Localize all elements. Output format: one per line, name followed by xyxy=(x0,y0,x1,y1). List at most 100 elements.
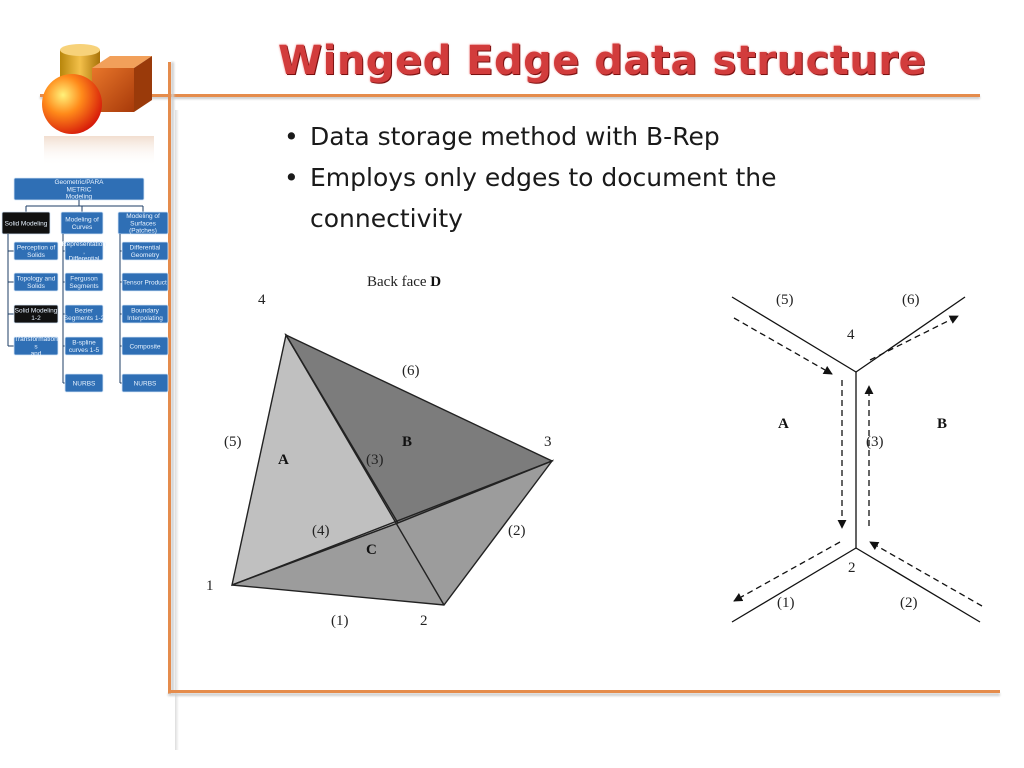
face-c-label: C xyxy=(366,542,377,558)
nav-subtopic-item-label: Solid Modeling xyxy=(15,308,58,315)
left-divider xyxy=(168,62,171,694)
nav-subtopic-item-label: Segments 1-2 xyxy=(64,315,105,322)
nav-subtopic-item-label: 1-2 xyxy=(31,315,41,322)
nav-column-header-label: (Patches) xyxy=(129,228,157,235)
vertex-2-label: 2 xyxy=(420,613,428,629)
edge-4-line xyxy=(231,460,553,586)
nav-subtopic-item-label: Differential xyxy=(130,245,162,252)
nav-subtopic-item-label: Boundary xyxy=(131,308,160,315)
nav-column-header-label: Curves xyxy=(72,224,93,231)
face-a-label: A xyxy=(278,452,289,468)
nav-subtopic-item-label: Composite xyxy=(129,343,160,350)
bullet-text: Data storage method with B-Rep xyxy=(310,122,720,151)
nav-column-header-label: Modeling of xyxy=(126,213,160,220)
nav-subtopic-item-label: Bezier xyxy=(75,308,94,315)
nav-column-header-label: Modeling of xyxy=(65,217,99,224)
slide-title: Winged Edge data structure xyxy=(278,38,927,84)
nav-column-header[interactable]: Solid Modeling xyxy=(1,211,51,235)
wing-edge-5-label: (5) xyxy=(776,292,794,308)
nav-subtopic-item-label: Representation xyxy=(62,241,106,248)
wing-edge-5-line xyxy=(731,296,857,373)
dashed-arrow-2 xyxy=(869,541,983,607)
dashed-arrow-5 xyxy=(733,317,833,375)
wing-edge-1-line xyxy=(731,547,857,623)
vertex-3-label: 3 xyxy=(544,434,552,450)
nav-subtopic-item-label: Transformation xyxy=(14,336,58,343)
edge-3-label: (3) xyxy=(366,452,384,468)
bullet-item: • Data storage method with B-Rep xyxy=(284,116,844,157)
title-divider xyxy=(40,94,980,97)
wing-edge-6-line xyxy=(855,296,966,373)
bullet-dot-icon: • xyxy=(284,122,299,151)
nav-subtopic-item-label: s xyxy=(34,343,38,350)
bullet-dot-icon: • xyxy=(284,163,299,192)
edge-1-label: (1) xyxy=(331,613,349,629)
edge-4-label: (4) xyxy=(312,523,330,539)
nav-column-header-label: Surfaces xyxy=(130,220,156,227)
nav-subtopic-item-label: NURBS xyxy=(73,380,96,387)
nav-subtopic-item[interactable]: Tensor Product xyxy=(121,272,169,292)
wing-face-b-label: B xyxy=(937,416,947,432)
left-divider-shadow xyxy=(175,110,179,750)
wing-vertex-4-label: 4 xyxy=(847,327,855,343)
edge-2-label: (2) xyxy=(508,523,526,539)
nav-subtopic-item[interactable]: Composite xyxy=(121,336,169,356)
bullet-text: Employs only edges to document the conne… xyxy=(310,163,777,233)
wing-edge-6-label: (6) xyxy=(902,292,920,308)
nav-subtopic-item-label: Solids xyxy=(27,252,45,259)
nav-top-item-label: Modeling xyxy=(66,194,93,201)
edge-2-line xyxy=(285,334,445,606)
edge-6-label: (6) xyxy=(402,363,420,379)
nav-top-item-label: METRIC xyxy=(67,186,92,193)
edge-5-label: (5) xyxy=(224,434,242,450)
wing-edge-2-line xyxy=(855,547,981,623)
nav-subtopic-item-label: Differential xyxy=(69,256,101,263)
nav-subtopic-item-label: B-spline xyxy=(72,340,96,347)
wing-vertex-2-label: 2 xyxy=(848,560,856,576)
svg-text:Back face D: Back face D xyxy=(367,274,441,290)
bullet-item: • Employs only edges to document the conn… xyxy=(284,157,844,239)
nav-subtopic-item-label: and xyxy=(31,351,42,358)
vertex-1-label: 1 xyxy=(206,578,214,594)
face-b-label: B xyxy=(402,434,412,450)
nav-subtopic-item-label: Segments xyxy=(69,283,99,290)
nav-subtopic-item[interactable]: NURBS xyxy=(64,373,104,393)
nav-subtopic-item[interactable]: Representation,Differential xyxy=(62,241,106,262)
nav-subtopic-item-label: Perception of xyxy=(17,245,55,252)
nav-subtopic-item-label: Interpolating xyxy=(127,315,163,322)
nav-subtopic-item[interactable]: NURBS xyxy=(121,373,169,393)
tetrahedron-diagram: Back face D 4 (6) (5) B 3 A (3) (4) (2) … xyxy=(206,274,555,629)
nav-subtopic-item-label: Tensor Product xyxy=(123,279,167,286)
bullet-list: • Data storage method with B-Rep • Employs… xyxy=(284,116,844,239)
nav-top-item-label: Geometric/PARA xyxy=(54,179,104,186)
nav-subtopic-item-label: Solids xyxy=(27,283,45,290)
dashed-arrow-1 xyxy=(733,541,841,602)
solids-logo-icon xyxy=(42,44,154,166)
nav-subtopic-item-label: curves 1-5 xyxy=(69,347,100,354)
wing-edge-2-label: (2) xyxy=(900,595,918,611)
bottom-divider xyxy=(168,690,1000,693)
nav-subtopic-item-label: NURBS xyxy=(134,380,157,387)
nav-subtopic-item-label: Topology and xyxy=(17,276,56,283)
dashed-arrow-6 xyxy=(869,315,959,361)
wing-edge-3-label: (3) xyxy=(866,434,884,450)
vertex-4-label: 4 xyxy=(258,292,266,308)
back-face-label: Back face xyxy=(367,274,427,290)
nav-column-header-label: Solid Modeling xyxy=(5,220,48,227)
wing-edge-1-label: (1) xyxy=(777,595,795,611)
back-face-letter: D xyxy=(430,274,441,290)
nav-subtopic-item-label: Ferguson xyxy=(70,276,98,283)
